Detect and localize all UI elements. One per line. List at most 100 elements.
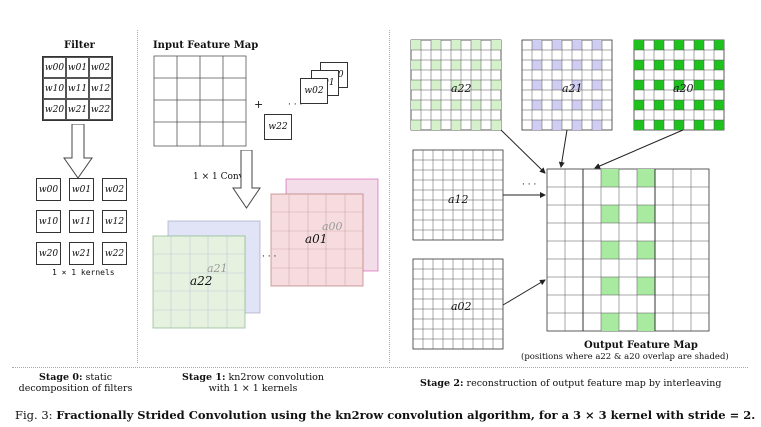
low-grid-a02 <box>412 258 504 350</box>
shaded-cell <box>411 80 421 90</box>
shaded-cell <box>411 120 421 130</box>
shaded-cell <box>532 80 542 90</box>
output-feature-map <box>546 168 710 332</box>
shaded-cell <box>694 120 704 130</box>
divider-stage-labels <box>12 367 748 368</box>
shaded-cell <box>637 205 655 223</box>
output-label-a22: a22 <box>190 274 213 288</box>
shaded-cell <box>674 80 684 90</box>
shaded-cell <box>552 60 562 70</box>
arrow-icon <box>594 129 684 169</box>
shaded-cell <box>491 60 501 70</box>
shaded-cell <box>714 40 724 50</box>
shaded-cell <box>451 80 461 90</box>
shaded-cell <box>601 241 619 259</box>
shaded-cell <box>694 60 704 70</box>
shaded-cell <box>431 120 441 130</box>
shaded-cell <box>601 313 619 331</box>
top-grid-label-a21: a21 <box>562 82 583 95</box>
shaded-cell <box>654 80 664 90</box>
shaded-cell <box>572 60 582 70</box>
shaded-cell <box>714 60 724 70</box>
filter-cell: w20 <box>43 99 66 120</box>
filter-title: Filter <box>64 40 95 51</box>
shaded-cell <box>532 60 542 70</box>
shaded-cell <box>714 100 724 110</box>
low-grid-label-a02: a02 <box>451 300 472 313</box>
shaded-cell <box>634 120 644 130</box>
shaded-cell <box>592 60 602 70</box>
kernel-box: w01 <box>69 178 94 201</box>
kernel-box: w22 <box>102 242 127 265</box>
shaded-cell <box>572 100 582 110</box>
shaded-cell <box>552 40 562 50</box>
output-label-a01: a01 <box>305 232 328 246</box>
shaded-cell <box>674 100 684 110</box>
shaded-cell <box>637 313 655 331</box>
shaded-cell <box>654 100 664 110</box>
shaded-cell <box>654 40 664 50</box>
kernel-box: w00 <box>36 178 61 201</box>
stack-kernel-w22: w22 <box>264 114 292 140</box>
shaded-cell <box>471 80 481 90</box>
shaded-cell <box>491 40 501 50</box>
shaded-cell <box>637 241 655 259</box>
shaded-cell <box>451 40 461 50</box>
output-stack-left <box>152 220 261 329</box>
figure-caption: Fig. 3: Fractionally Strided Convolution… <box>15 408 756 422</box>
filter-cell: w12 <box>89 78 112 99</box>
mid-grid-label-a12: a12 <box>448 193 469 206</box>
shaded-cell <box>451 60 461 70</box>
ellipsis-dots: · · · <box>288 100 303 110</box>
filter-cell: w02 <box>89 57 112 78</box>
top-grid-label-a20: a20 <box>673 82 694 95</box>
filter-cell: w22 <box>89 99 112 120</box>
shaded-cell <box>634 80 644 90</box>
stack-dots: · · · <box>262 252 277 262</box>
filter-cell: w21 <box>66 99 89 120</box>
shaded-cell <box>592 120 602 130</box>
ofm-title: Output Feature Map <box>584 340 698 351</box>
filter-cell: w11 <box>66 78 89 99</box>
shaded-cell <box>572 120 582 130</box>
output-stack-right <box>270 178 379 287</box>
filter-cell: w01 <box>66 57 89 78</box>
divider-stage0-stage1 <box>137 30 138 363</box>
shaded-cell <box>714 120 724 130</box>
arrow-icon <box>502 279 546 306</box>
stage0-label: Stage 0: static decomposition of filters <box>18 372 133 394</box>
shaded-cell <box>654 60 664 70</box>
kernel-box: w02 <box>102 178 127 201</box>
top-grid-label-a22: a22 <box>451 82 472 95</box>
shaded-cell <box>411 60 421 70</box>
kernel-box: w20 <box>36 242 61 265</box>
shaded-cell <box>491 120 501 130</box>
shaded-cell <box>694 40 704 50</box>
filter-cell: w10 <box>43 78 66 99</box>
kernel-box: w21 <box>69 242 94 265</box>
conv-arrow-icon <box>232 150 261 209</box>
shaded-cell <box>572 40 582 50</box>
shaded-cell <box>471 60 481 70</box>
divider-stage1-stage2 <box>389 30 390 363</box>
shaded-cell <box>411 40 421 50</box>
shaded-cell <box>431 100 441 110</box>
ifm-title: Input Feature Map <box>153 40 259 51</box>
shaded-cell <box>471 40 481 50</box>
shaded-cell <box>491 100 501 110</box>
arrow-icon <box>558 129 568 168</box>
kernels-caption: 1 × 1 kernels <box>52 268 115 277</box>
shaded-cell <box>592 80 602 90</box>
mid-grid-a12 <box>412 149 504 241</box>
stage2-diagram <box>410 39 725 350</box>
shaded-cell <box>634 60 644 70</box>
stack-kernel-w02: w02 <box>300 78 328 104</box>
shaded-cell <box>674 40 684 50</box>
arrow-icon <box>500 129 546 174</box>
kernel-box: w11 <box>69 210 94 233</box>
shaded-cell <box>714 80 724 90</box>
shaded-cell <box>601 169 619 187</box>
shaded-cell <box>431 40 441 50</box>
kernel-box: w10 <box>36 210 61 233</box>
